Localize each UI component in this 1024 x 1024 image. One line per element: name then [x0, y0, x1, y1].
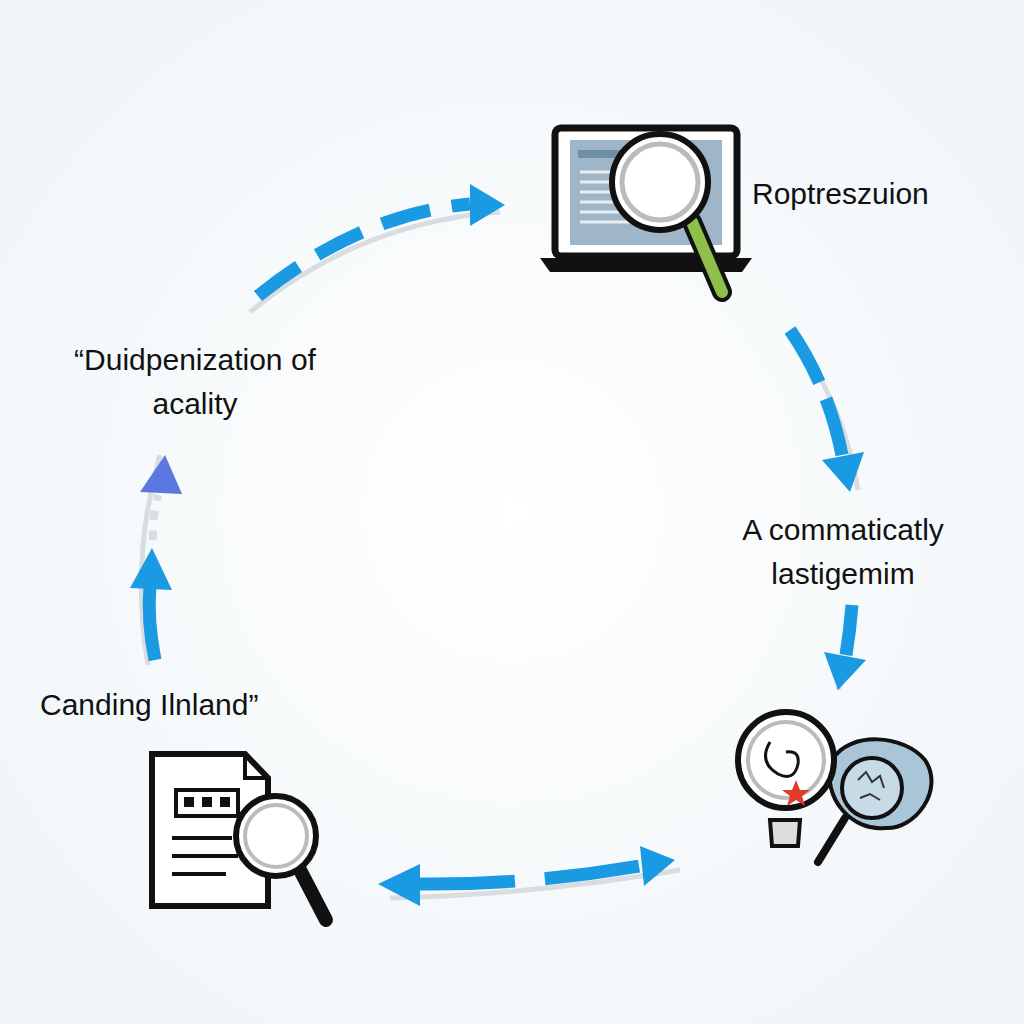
- insight-icon: [738, 712, 931, 862]
- step-label: “Duidpenization of acality: [45, 338, 345, 425]
- document-search-icon: [152, 754, 326, 920]
- step-label: Canding Ilnland”: [40, 683, 400, 727]
- laptop-search-icon: [540, 128, 752, 292]
- step-label: Roptreszuion: [752, 172, 1002, 216]
- step-label: A commaticatly lastigemim: [698, 508, 988, 595]
